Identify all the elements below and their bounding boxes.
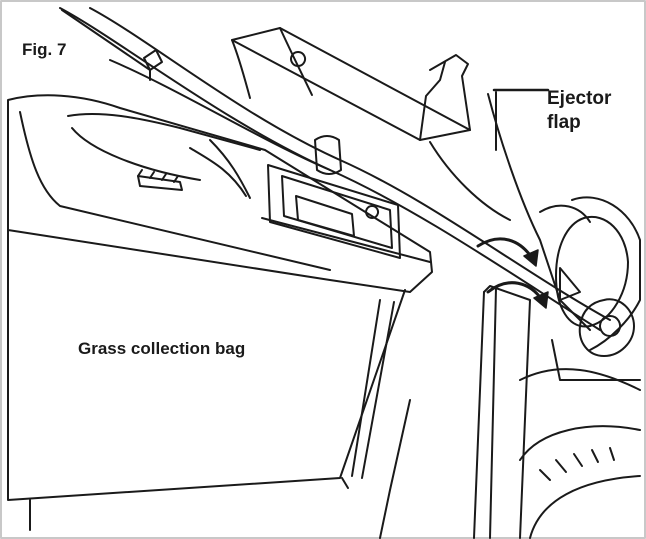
bag-handle (67, 112, 261, 199)
handle-and-cables (59, 7, 611, 331)
grass-collection-bag-label: Grass collection bag (78, 339, 246, 358)
ejector-flap-label-line1: Ejector (547, 88, 612, 109)
ejector-flap (429, 88, 591, 331)
grass-collection-bag (7, 94, 433, 531)
arrow-lower-icon (533, 291, 549, 309)
latch-mechanism (261, 164, 431, 263)
ejector-flap-callout: Ejector flap (547, 87, 611, 135)
deck-and-wheel (379, 267, 641, 539)
direction-arrows (476, 237, 549, 309)
figure-label: Fig. 7 (22, 40, 67, 59)
handle-frame (231, 27, 471, 141)
wheel-hub (539, 196, 641, 357)
ejector-flap-label-line2: flap (547, 112, 581, 133)
arrow-upper-icon (523, 249, 539, 267)
